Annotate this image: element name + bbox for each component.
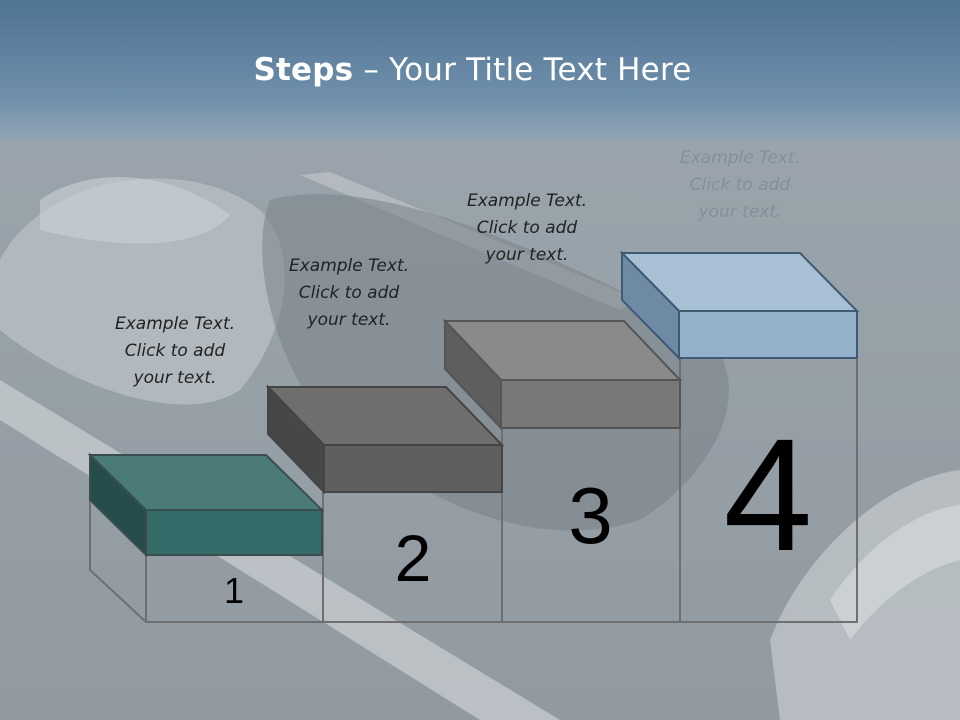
title-rest: – Your Title Text Here xyxy=(353,52,692,88)
title-bold: Steps xyxy=(253,52,354,88)
slide-title[interactable]: Steps – Your Title Text Here xyxy=(0,52,945,88)
step-3-block xyxy=(442,318,683,431)
step-2-text[interactable]: Example Text. Click to add your text. xyxy=(288,256,410,330)
step-1-text[interactable]: Example Text. Click to add your text. xyxy=(114,314,236,388)
step-1-block xyxy=(87,452,325,558)
step-4-block xyxy=(619,250,860,361)
step-2-block xyxy=(265,384,505,495)
step-4-text[interactable]: Example Text. Click to add your text. xyxy=(679,148,801,222)
step-1-number: 1 xyxy=(223,570,245,611)
title-band xyxy=(0,0,960,140)
step-4-number: 4 xyxy=(723,405,813,584)
step-3-number: 3 xyxy=(568,471,613,560)
step-2-number: 2 xyxy=(394,521,432,595)
step-3-text[interactable]: Example Text. Click to add your text. xyxy=(466,191,588,265)
